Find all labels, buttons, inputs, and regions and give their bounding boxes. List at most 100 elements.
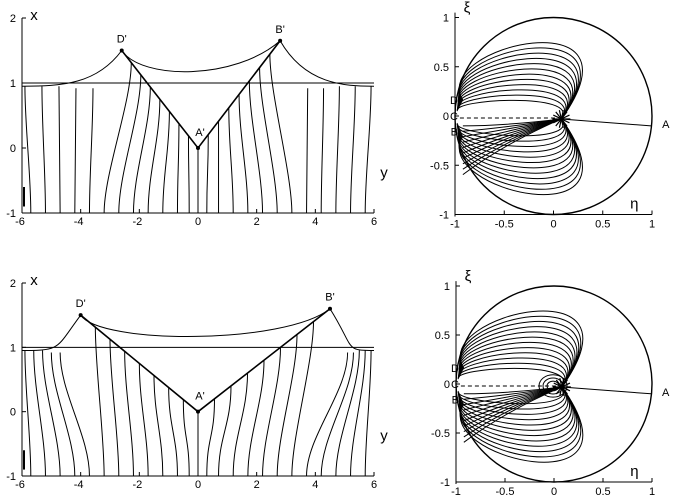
- streamline: [187, 135, 190, 214]
- streamline: [206, 398, 215, 477]
- y-tick-label: 1: [444, 281, 450, 293]
- field-line-lower: [459, 386, 582, 458]
- point-label-1: B': [325, 292, 334, 304]
- field-line-upper: [456, 99, 564, 120]
- streamline: [24, 350, 32, 477]
- point-label-2: A': [195, 391, 204, 403]
- field-line-lower: [458, 118, 575, 174]
- streamline: [132, 87, 151, 214]
- streamline: [350, 350, 366, 477]
- point-label-D: D: [451, 363, 459, 375]
- streamline: [41, 86, 46, 214]
- source-spoke: [555, 118, 562, 127]
- streamline: [320, 352, 354, 477]
- streamline: [364, 86, 372, 214]
- field-line-lower: [459, 386, 578, 447]
- streamline: [291, 321, 314, 477]
- y-tick-label: 0.5: [435, 330, 450, 342]
- field-line-upper: [458, 63, 575, 120]
- y-tick-label: -0.5: [431, 428, 450, 440]
- streamline: [364, 350, 372, 477]
- field-line-lower: [458, 118, 583, 196]
- field-line-upper: [459, 336, 574, 388]
- x-tick-label: 1: [649, 219, 655, 231]
- streamline: [335, 350, 360, 477]
- streamline: [276, 334, 298, 477]
- y-tick-label: 0: [10, 407, 16, 419]
- streamline: [218, 385, 232, 477]
- field-line-upper: [459, 315, 582, 388]
- field-line-lower: [459, 386, 584, 463]
- source-spoke: [553, 382, 563, 388]
- source-spoke: [560, 118, 568, 127]
- x-tick-label: -0.5: [496, 486, 515, 496]
- field-line-lower: [459, 386, 580, 453]
- field-line-upper: [459, 310, 584, 388]
- y-tick-label: -1: [6, 471, 16, 483]
- point-label-C: C: [451, 379, 459, 391]
- field-line-lower: [458, 118, 581, 190]
- streamline: [306, 352, 349, 477]
- point-marker: [119, 48, 124, 53]
- point-marker: [328, 306, 332, 311]
- streamline: [320, 88, 325, 214]
- streamline: [50, 352, 76, 477]
- x-tick-label: -4: [74, 216, 84, 228]
- field-line-lower: [457, 118, 572, 164]
- x-tick-label: 2: [254, 216, 260, 228]
- field-line-upper: [459, 326, 578, 388]
- y-tick-label: 0: [443, 111, 449, 123]
- y-tick-label: 1: [443, 13, 449, 25]
- x-tick-label: 0.5: [595, 486, 610, 496]
- field-line-upper: [459, 320, 580, 388]
- unit-circle: [455, 285, 653, 483]
- ray-to-A: [561, 386, 652, 395]
- source-spoke: [558, 118, 562, 128]
- point-marker: [78, 313, 83, 318]
- field-line-upper: [459, 331, 576, 388]
- vertical-axis-label: ξ: [465, 268, 472, 285]
- x-tick-label: 0: [551, 486, 557, 496]
- streamline: [247, 360, 265, 477]
- field-line-upper: [457, 94, 565, 120]
- point-label-2: A': [195, 127, 204, 139]
- source-spoke: [560, 118, 564, 128]
- field-line-upper: [458, 47, 581, 120]
- field-line-upper: [458, 42, 583, 120]
- streamline: [206, 134, 209, 214]
- source-spoke: [561, 378, 565, 388]
- streamline: [42, 350, 61, 477]
- point-label-D: D: [450, 95, 458, 107]
- field-line-upper: [458, 57, 577, 120]
- vertical-axis-label: x: [30, 272, 38, 289]
- source-spoke: [561, 114, 570, 120]
- x-tick-label: -2: [132, 216, 142, 228]
- horizontal-axis-label: y: [380, 164, 388, 181]
- point-label-A: A: [662, 387, 670, 399]
- y-tick-label: 2: [10, 13, 16, 25]
- field-line-upper: [458, 52, 579, 120]
- inner-loop: [546, 380, 560, 392]
- field-line-upper: [457, 89, 567, 120]
- streamline: [59, 352, 90, 477]
- field-line-upper: [458, 68, 573, 120]
- y-tick-label: 2: [10, 278, 16, 290]
- streamline: [103, 62, 132, 214]
- streamline: [162, 111, 170, 214]
- point-label-B: B: [452, 395, 459, 407]
- point-label-A: A: [662, 119, 670, 131]
- point-label-0: D': [76, 298, 86, 310]
- x-tick-label: -1: [450, 219, 460, 231]
- x-tick-label: 6: [371, 479, 377, 491]
- field-line-upper: [458, 357, 567, 388]
- field-line-upper: [457, 73, 572, 120]
- field-line-lower: [459, 386, 576, 442]
- streamline: [94, 327, 105, 477]
- point-marker: [196, 409, 200, 414]
- streamline: [228, 107, 234, 214]
- y-tick-label: 1: [10, 78, 16, 90]
- boundary-curve: [21, 307, 375, 352]
- source-spoke: [555, 111, 562, 120]
